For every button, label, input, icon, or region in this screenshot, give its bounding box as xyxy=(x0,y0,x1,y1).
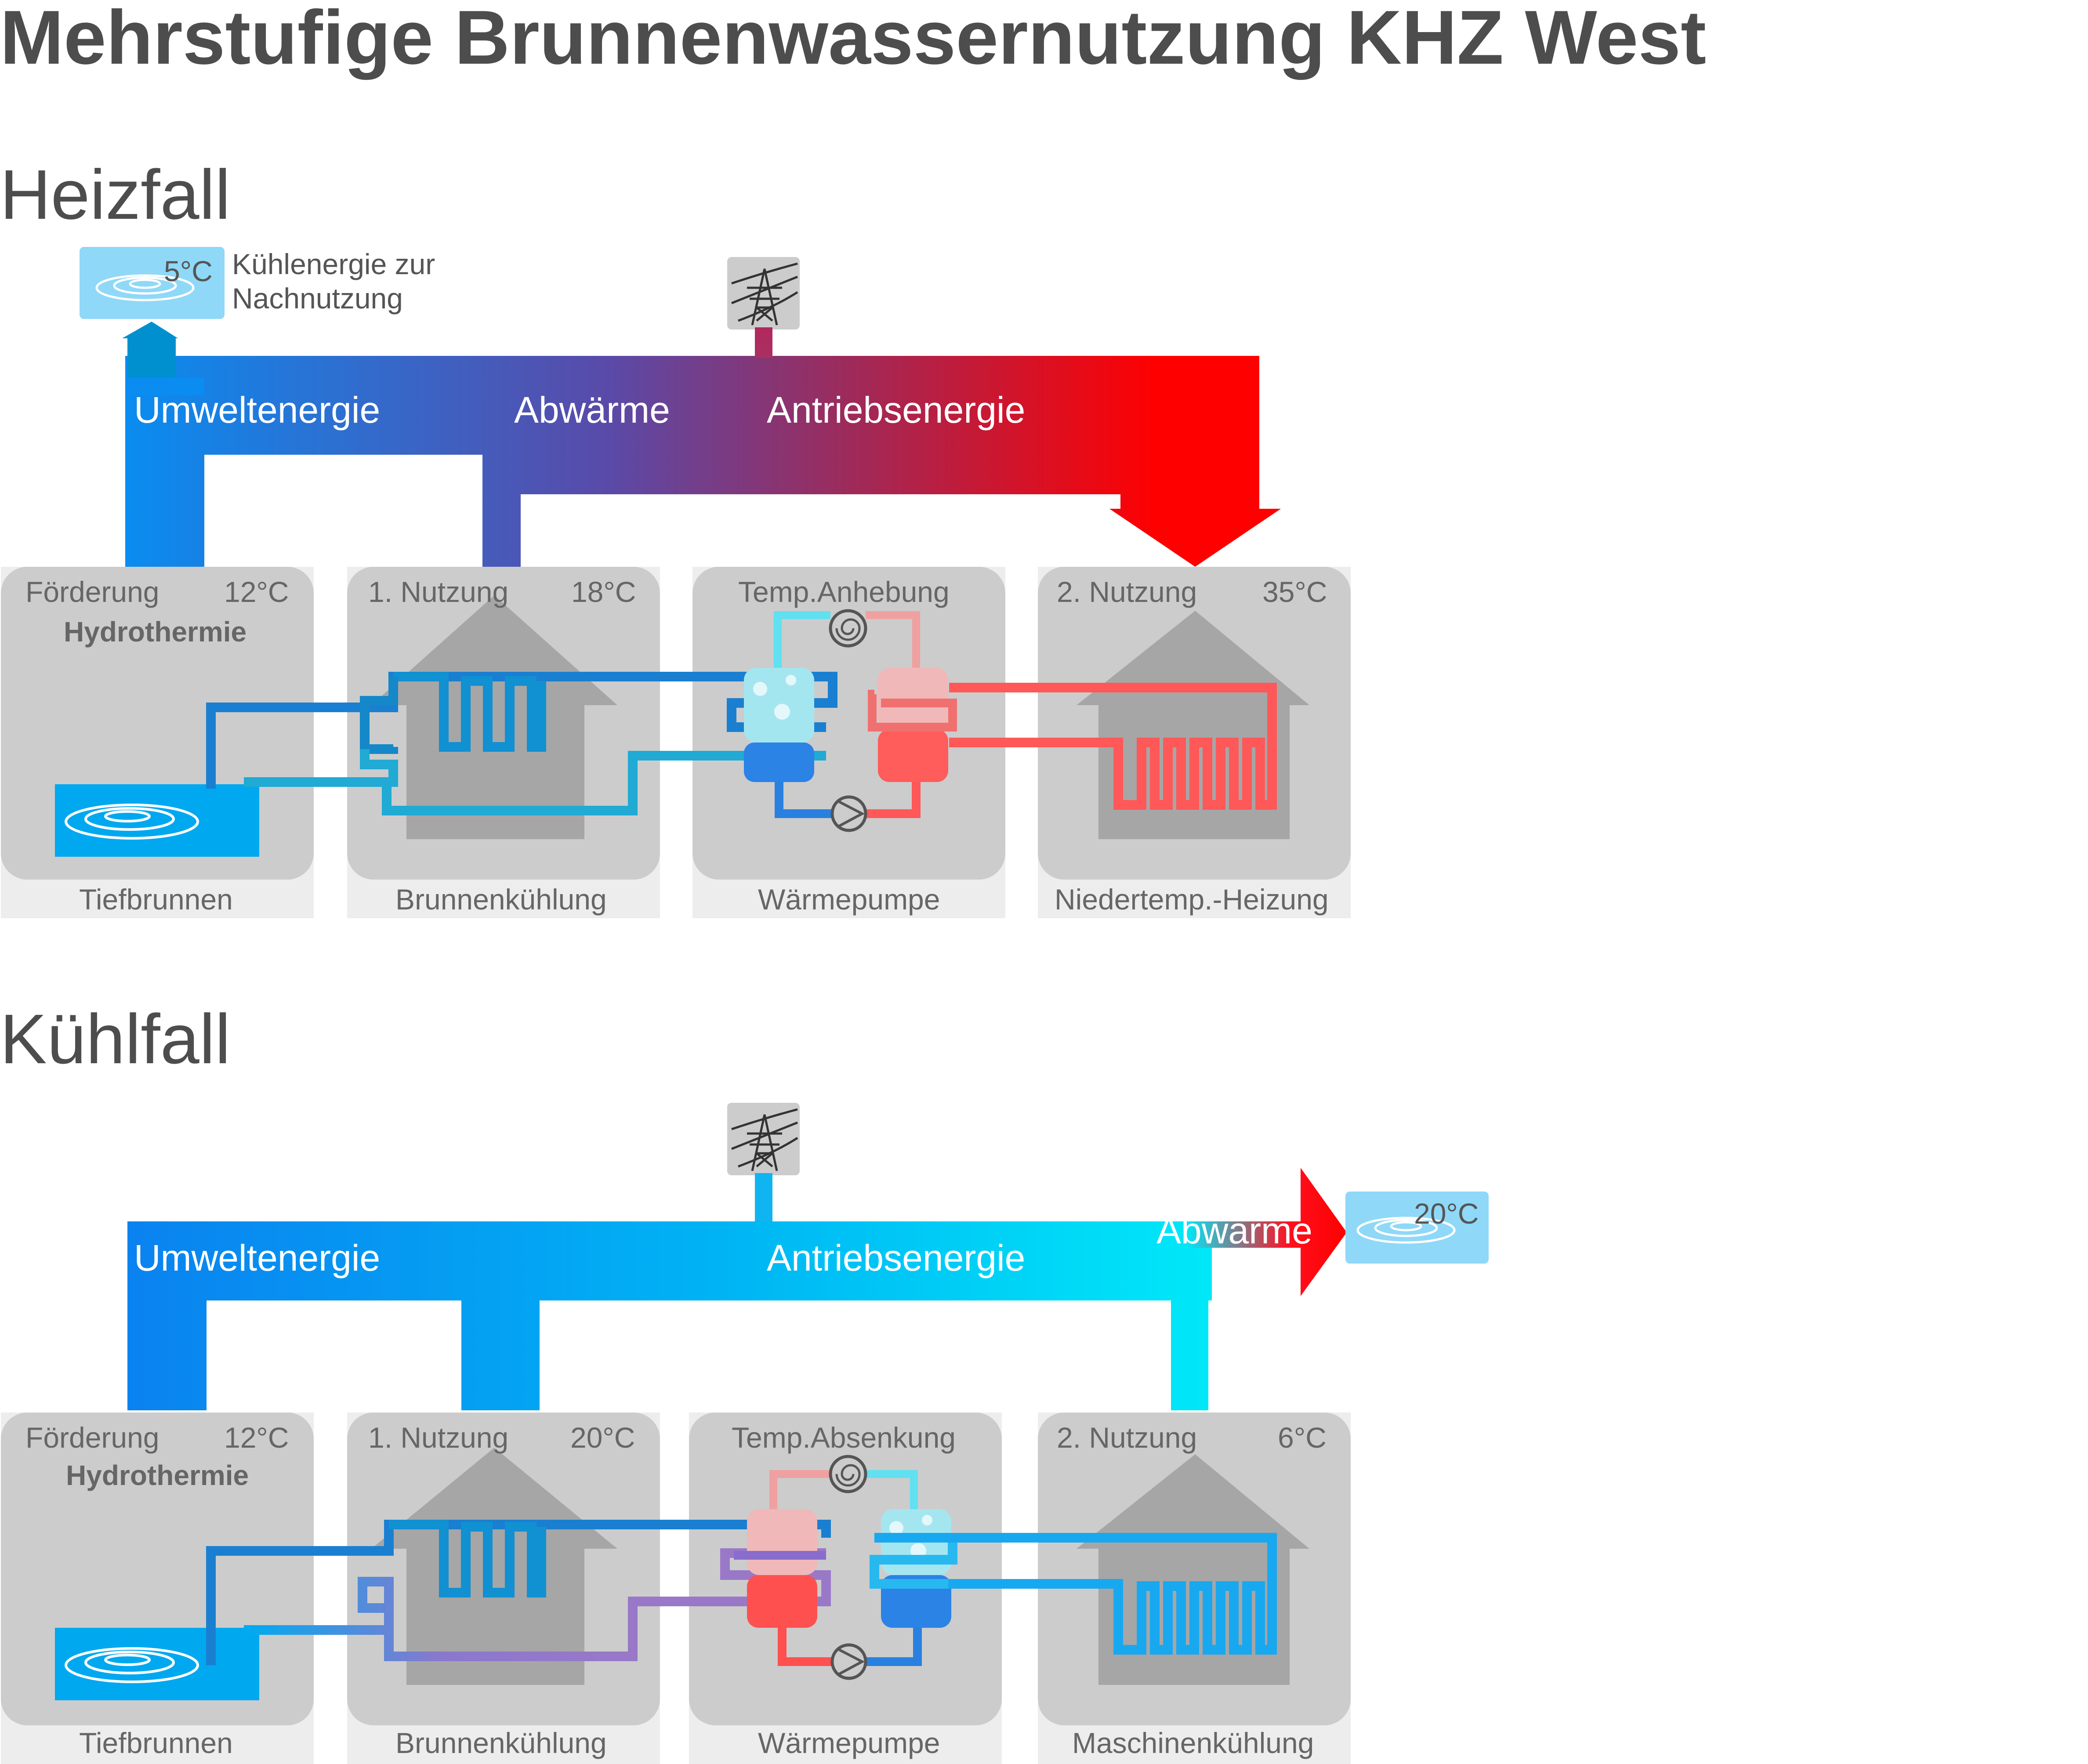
heating-cards: Förderung 12°C Hydrothermie Tiefbrunnen … xyxy=(1,567,1351,918)
cool-flow-label-abwaerme: Abwärme xyxy=(1156,1210,1312,1251)
card-top-left: Temp.Anhebung xyxy=(738,576,950,608)
cooling-pipes xyxy=(206,1455,1277,1680)
card-sub: Hydrothermie xyxy=(66,1460,249,1491)
card-caption: Wärmepumpe xyxy=(758,883,940,916)
heating-pipes xyxy=(206,609,1277,832)
power-pylon-icon xyxy=(727,257,800,330)
heating-energy-flow xyxy=(125,327,1281,567)
card-temp: 12°C xyxy=(224,576,289,608)
page-title: Mehrstufige Brunnenwassernutzung KHZ Wes… xyxy=(0,0,1706,80)
cooling-output-label-line2: Nachnutzung xyxy=(232,282,403,315)
power-pylon-icon xyxy=(727,1103,800,1175)
cooling-output-temp: 5°C xyxy=(164,255,213,287)
section-title-heating: Heizfall xyxy=(0,155,231,234)
heat-card-tiefbrunnen: Förderung 12°C Hydrothermie Tiefbrunnen xyxy=(1,567,314,918)
card-top-left: 2. Nutzung xyxy=(1057,1421,1197,1454)
water-ripple-icon xyxy=(65,1647,199,1683)
cooling-energy-flow xyxy=(127,1168,1347,1410)
water-ripple-icon xyxy=(1356,1217,1456,1244)
cool-card-brunnenkuehlung: 1. Nutzung 20°C Brunnenkühlung xyxy=(347,1413,660,1764)
card-sub: Hydrothermie xyxy=(64,616,246,648)
card-temp: 20°C xyxy=(570,1421,635,1454)
cool-card-tiefbrunnen: Förderung 12°C Hydrothermie Tiefbrunnen xyxy=(1,1413,314,1764)
card-caption: Tiefbrunnen xyxy=(79,883,233,916)
heat-output-temp: 20°C xyxy=(1414,1197,1479,1230)
card-top-left: 1. Nutzung xyxy=(368,576,508,608)
card-caption: Maschinenkühlung xyxy=(1072,1727,1314,1759)
heat-flow-label-antrieb: Antriebsenergie xyxy=(767,389,1025,431)
cooling-output-label-line1: Kühlenergie zur xyxy=(232,248,435,280)
well-water xyxy=(55,1628,259,1700)
cooling-output-tile: 5°C xyxy=(80,247,225,319)
card-top-left: Förderung xyxy=(25,576,160,608)
cool-flow-label-antrieb: Antriebsenergie xyxy=(767,1237,1025,1279)
heat-card-brunnenkuehlung: 1. Nutzung 18°C Brunnenkühlung xyxy=(347,567,660,918)
heat-flow-label-abwaerme: Abwärme xyxy=(514,389,670,431)
card-caption: Tiefbrunnen xyxy=(79,1727,233,1759)
card-top-left: Temp.Absenkung xyxy=(732,1421,956,1454)
water-ripple-icon xyxy=(95,274,195,301)
card-top-left: Förderung xyxy=(25,1421,160,1454)
building-icon xyxy=(371,1448,617,1685)
card-temp: 18°C xyxy=(571,576,636,608)
card-top-left: 2. Nutzung xyxy=(1057,576,1197,608)
card-caption: Wärmepumpe xyxy=(758,1727,940,1759)
pump-icon xyxy=(830,795,867,832)
arrow-up-cooling-output xyxy=(122,322,178,387)
cool-flow-label-umwelt: Umweltenergie xyxy=(134,1237,380,1279)
heat-output-tile: 20°C xyxy=(1345,1192,1489,1264)
card-temp: 35°C xyxy=(1262,576,1327,608)
water-ripple-icon xyxy=(65,804,199,840)
card-top-left: 1. Nutzung xyxy=(368,1421,508,1454)
card-temp: 6°C xyxy=(1278,1421,1327,1454)
well-water xyxy=(55,784,259,857)
card-caption: Niedertemp.-Heizung xyxy=(1055,883,1329,916)
card-temp: 12°C xyxy=(224,1421,289,1454)
heat-flow-label-umwelt: Umweltenergie xyxy=(134,389,380,431)
section-title-cooling: Kühlfall xyxy=(0,1000,231,1078)
pump-icon xyxy=(830,1643,867,1680)
building-icon xyxy=(371,595,617,839)
card-caption: Brunnenkühlung xyxy=(395,1727,607,1759)
card-caption: Brunnenkühlung xyxy=(395,883,607,916)
